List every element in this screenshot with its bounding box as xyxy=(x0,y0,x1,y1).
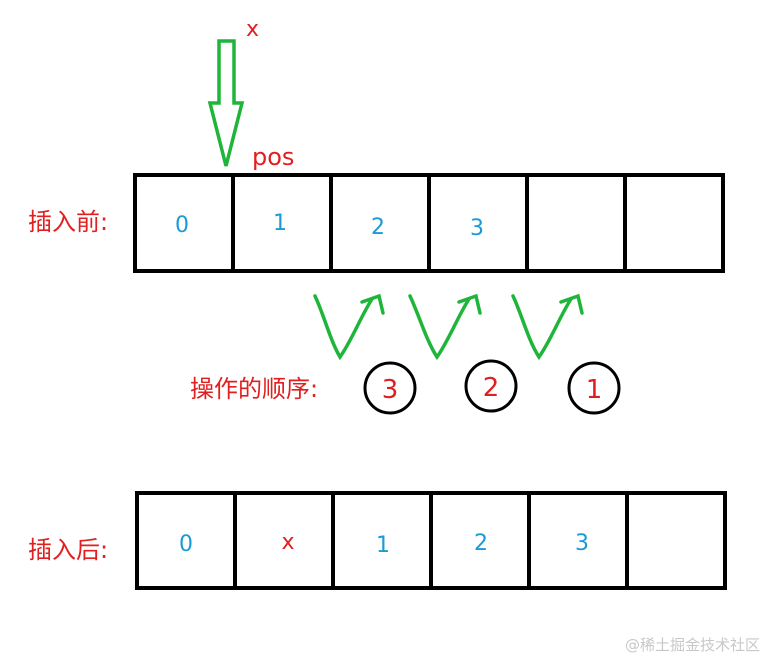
order-steps: 3 2 1 xyxy=(363,359,621,415)
pos-label: pos xyxy=(252,143,294,171)
after-cell xyxy=(135,491,237,590)
shift-arrow-icon xyxy=(313,294,374,361)
after-cell-value: 2 xyxy=(474,531,488,556)
before-cell xyxy=(525,173,627,273)
order-step-number: 1 xyxy=(586,375,603,405)
insert-pointer-arrow-icon xyxy=(207,39,245,167)
before-cell xyxy=(329,173,431,273)
before-cell xyxy=(133,173,235,273)
shift-arrows xyxy=(313,293,584,361)
watermark: @稀土掘金技术社区 xyxy=(625,636,760,654)
before-cell-value: 1 xyxy=(273,211,287,236)
order-step-number: 2 xyxy=(483,373,500,403)
order-step-circle xyxy=(464,359,518,413)
order-step-circle xyxy=(363,361,417,415)
shift-arrow-icon xyxy=(408,294,471,361)
shift-arrow-head-icon xyxy=(360,293,385,315)
order-step-circle xyxy=(567,361,621,415)
before-cell-value: 2 xyxy=(371,215,385,240)
before-cell xyxy=(231,173,333,273)
pointer-label-x: x xyxy=(246,17,259,42)
before-array: 0 1 2 3 xyxy=(133,173,725,273)
before-row-label: 插入前: xyxy=(28,208,108,236)
after-array: 0 x 1 2 3 xyxy=(135,491,727,590)
before-cell xyxy=(623,173,725,273)
after-cell-value: 0 xyxy=(179,532,193,557)
after-cell-value: 3 xyxy=(575,531,589,556)
shift-arrow-head-icon xyxy=(457,293,482,315)
shift-arrow-icon xyxy=(511,294,573,361)
after-cell xyxy=(233,491,335,590)
after-cell-value: 1 xyxy=(376,533,390,558)
after-row-label: 插入后: xyxy=(28,536,108,564)
before-cell-value: 0 xyxy=(175,213,189,238)
before-cell-value: 3 xyxy=(470,216,484,241)
after-cell-value: x xyxy=(281,530,294,555)
after-cell xyxy=(625,491,727,590)
shift-arrow-head-icon xyxy=(559,293,584,315)
order-step-number: 3 xyxy=(382,375,399,405)
order-label: 操作的顺序: xyxy=(190,375,318,403)
